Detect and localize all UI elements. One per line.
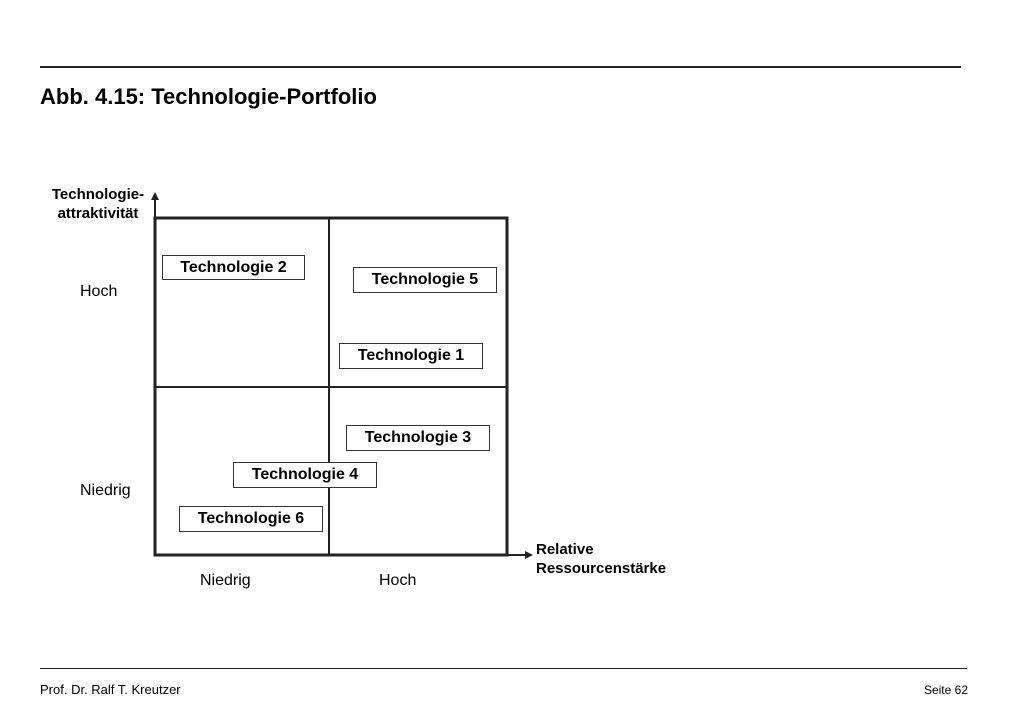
x-axis-title-line2: Ressourcenstärke (536, 560, 667, 577)
x-axis-arrowhead (525, 551, 533, 559)
technology-3-box: Technologie 3 (346, 425, 490, 451)
technology-2-box: Technologie 2 (162, 255, 305, 280)
footer-page-number: Seite 62 (923, 683, 968, 697)
technology-4-box: Technologie 4 (233, 462, 377, 488)
top-divider (40, 66, 961, 68)
y-tick-low: Niedrig (80, 482, 131, 499)
y-axis-title-line1: Technologie- (51, 186, 145, 203)
technology-1-box: Technologie 1 (339, 343, 483, 369)
y-axis-arrowhead (151, 192, 159, 200)
footer-author: Prof. Dr. Ralf T. Kreutzer (40, 682, 181, 697)
x-tick-high: Hoch (379, 572, 417, 589)
bottom-divider (40, 668, 967, 669)
technology-5-box: Technologie 5 (353, 267, 497, 293)
x-axis-title: Relative Ressourcenstärke (536, 540, 666, 578)
technology-6-box: Technologie 6 (179, 506, 323, 532)
x-tick-low: Niedrig (200, 572, 251, 589)
x-axis-title-line1: Relative (536, 541, 594, 558)
y-axis-title: Technologie- attraktivität (30, 185, 166, 223)
y-axis-title-line2: attraktivität (57, 205, 139, 222)
y-tick-high: Hoch (80, 283, 118, 300)
page-title: Abb. 4.15: Technologie-Portfolio (40, 84, 377, 109)
